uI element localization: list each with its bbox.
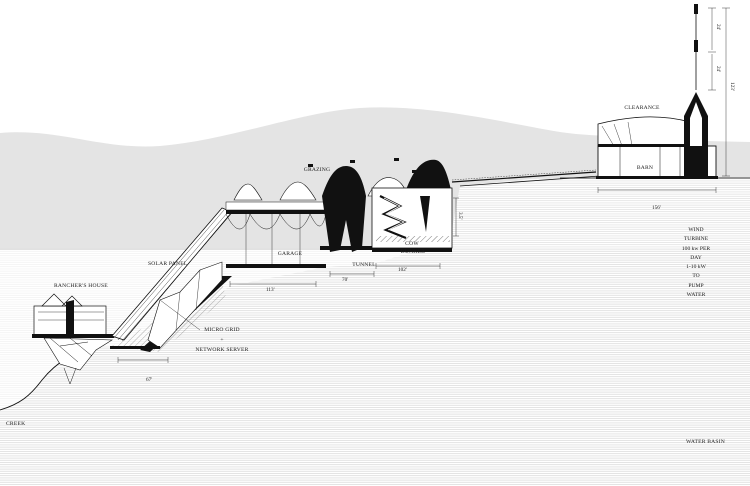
note-line: WIND: [688, 227, 704, 233]
walkway: [451, 169, 597, 183]
water-surface-hatching: [0, 248, 750, 486]
label-micro-grid: MICRO GRID: [204, 327, 240, 333]
dim-turbine-upper: 24': [715, 24, 721, 31]
dim-turbine-lower: 24': [715, 66, 721, 73]
label-clearance: CLEARANCE: [624, 105, 660, 111]
label-creek: CREEK: [6, 421, 26, 427]
label-tunnel: TUNNEL: [352, 262, 376, 268]
dim-barn: 156': [652, 205, 661, 211]
note-line: WATER: [686, 292, 706, 299]
garage: [225, 181, 327, 268]
wind-turbine: [684, 4, 730, 177]
label-cow: COW: [405, 241, 419, 247]
label-garage: GARAGE: [277, 251, 303, 257]
tunnel-bunker: [320, 187, 453, 252]
label-network-server: NETWORK SERVER: [195, 347, 249, 353]
note-line: TO: [692, 273, 700, 280]
label-bunker: BUNKER: [400, 249, 426, 255]
label-water-basin: WATER BASIN: [686, 439, 726, 445]
dim-turbine-total: 123': [729, 82, 735, 91]
dim-bunker: 102': [398, 267, 407, 273]
label-plus: +: [220, 337, 224, 343]
dim-garage: 113': [266, 287, 275, 293]
label-solar-panel: SOLAR PANEL: [148, 261, 188, 267]
label-ranchers-house: RANCHER'S HOUSE: [54, 283, 108, 289]
dim-tunnel: 70': [342, 277, 349, 283]
dim-bunker-height: 3.5': [457, 212, 463, 220]
label-grazing: GRAZING: [303, 167, 331, 173]
note-line: TURBINE: [683, 236, 709, 243]
label-barn: BARN: [636, 165, 654, 171]
wind-turbine-note: WIND TURBINE 100 kw PER DAY 1-10 kW TO P…: [676, 226, 716, 300]
note-line: 1-10 kW: [686, 264, 706, 271]
dimension-lines: [117, 187, 717, 363]
cow-figures: [308, 158, 417, 173]
dim-house: 67': [146, 377, 153, 383]
ranchers-house: [32, 293, 114, 385]
solar-ramp: [110, 207, 233, 352]
note-line: PUMP: [688, 282, 704, 289]
note-line: 100 kw PER DAY: [681, 245, 711, 261]
